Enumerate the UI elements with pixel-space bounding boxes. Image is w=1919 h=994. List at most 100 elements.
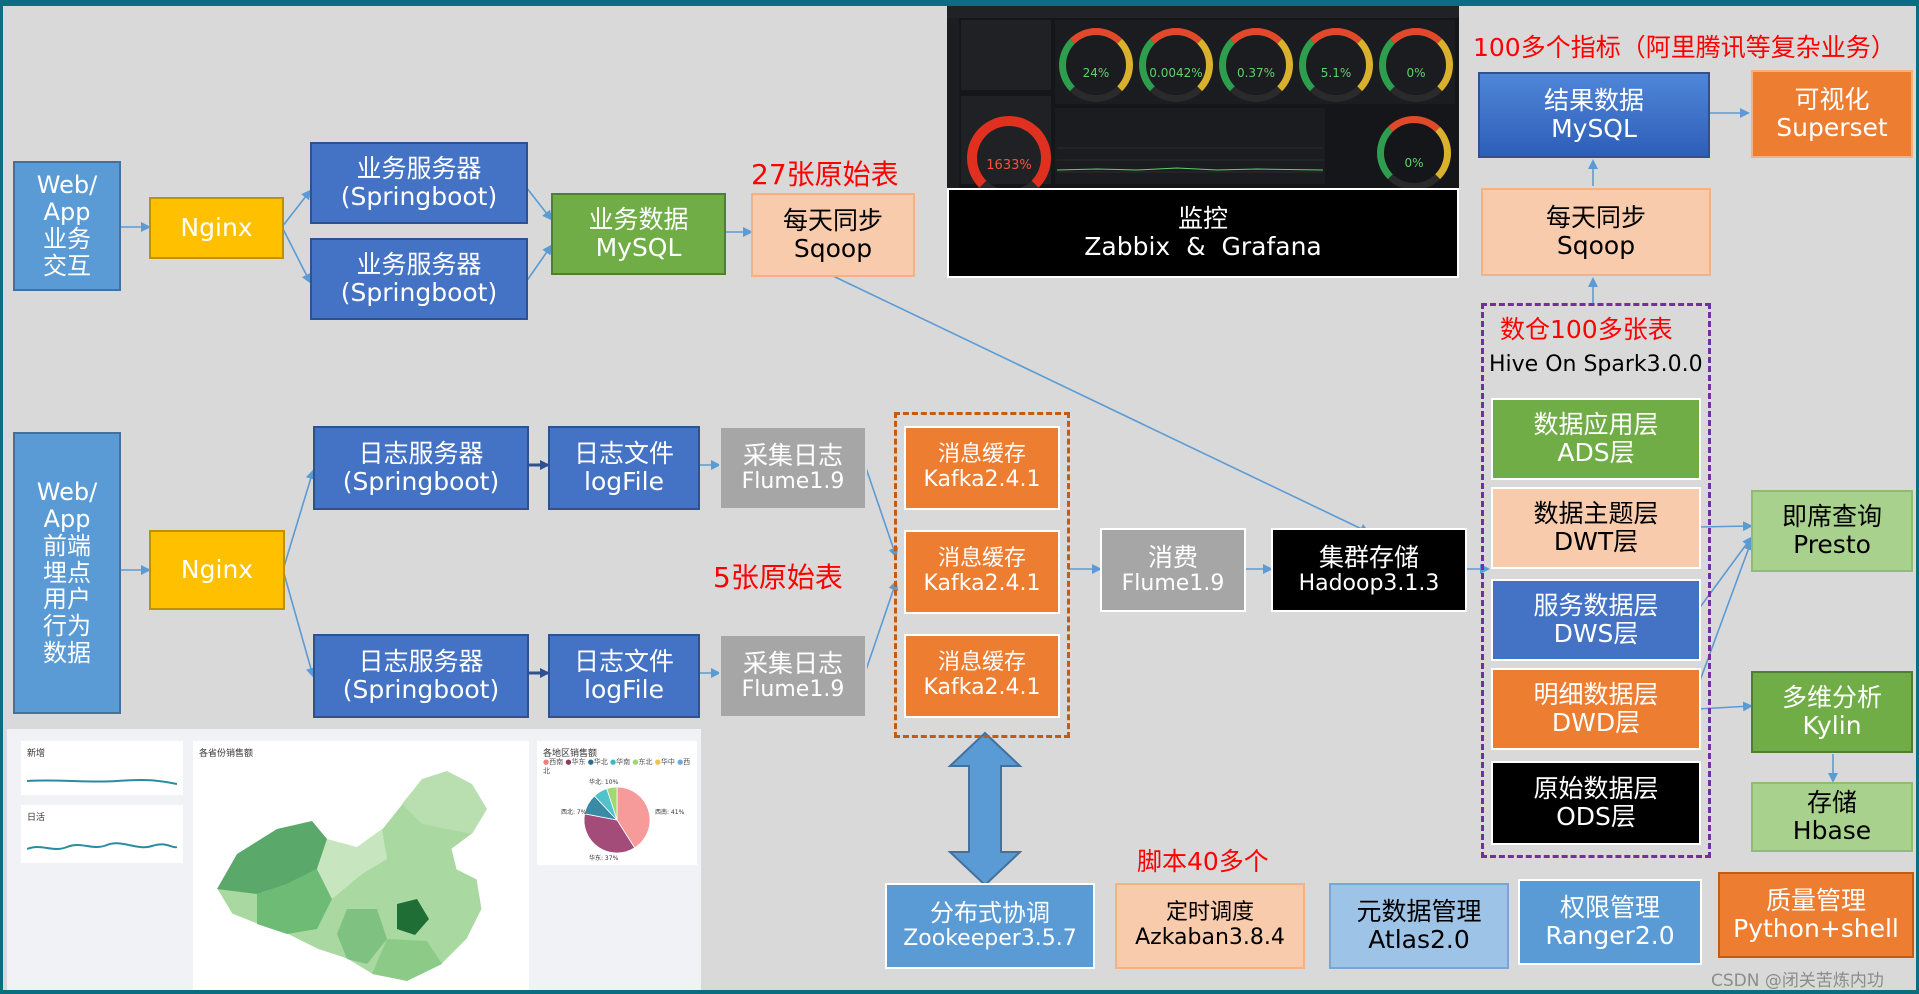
raw-tables-27-label: 27张原始表 (751, 158, 899, 191)
biz-server-1-title: 业务服务器 (356, 154, 482, 183)
hadoop-title: 集群存储 (1318, 542, 1419, 572)
presto-box: 即席查询 Presto (1751, 490, 1913, 572)
ads-layer-box: 数据应用层 ADS层 (1491, 398, 1701, 480)
ads-title: 数据应用层 (1533, 410, 1659, 439)
region-pie (583, 786, 651, 854)
presto-sub: Presto (1793, 530, 1871, 559)
hbase-sub: Hbase (1792, 816, 1872, 845)
superset-title: 可视化 (1794, 85, 1870, 114)
gauge-4-value: 5.1% (1320, 66, 1352, 80)
zookeeper-title: 分布式协调 (930, 899, 1050, 928)
dwt-sub: DWT层 (1553, 527, 1639, 556)
biz-mysql-title: 业务数据 (588, 205, 689, 234)
arrow-layer (119, 108, 1838, 887)
kafka-3-sub: Kafka2.4.1 (923, 675, 1041, 700)
watermark: CSDN @闭关苦炼内功 (1711, 971, 1884, 990)
kafka-1-box: 消息缓存 Kafka2.4.1 (904, 426, 1060, 510)
legend-south: 华南 (616, 758, 631, 766)
quality-title: 质量管理 (1765, 886, 1866, 915)
kafka-1-sub: Kafka2.4.1 (923, 467, 1041, 492)
flume-consume-title: 消费 (1147, 542, 1198, 572)
biz-server-1-box: 业务服务器 (Springboot) (310, 142, 528, 224)
biz-server-2-title: 业务服务器 (356, 250, 482, 279)
monitor-box: 监控 Zabbix & Grafana (947, 188, 1459, 278)
hadoop-sub: Hadoop3.1.3 (1298, 570, 1440, 596)
data-warehouse-group (1481, 303, 1711, 858)
legend-central: 华中 (660, 758, 675, 766)
pie-slice (606, 786, 618, 821)
card-new-title: 新增 (27, 749, 46, 759)
biz-mysql-box: 业务数据 MySQL (551, 193, 726, 275)
ranger-title: 权限管理 (1559, 893, 1660, 922)
superset-box: 可视化 Superset (1751, 70, 1913, 158)
dws-layer-box: 服务数据层 DWS层 (1491, 579, 1701, 661)
ads-sub: ADS层 (1557, 438, 1635, 467)
flume-collect-1-box: 采集日志 Flume1.9 (719, 426, 867, 510)
kafka-2-sub: Kafka2.4.1 (923, 571, 1041, 596)
dwd-title: 明细数据层 (1533, 680, 1659, 709)
hbase-box: 存储 Hbase (1751, 782, 1913, 852)
big-gauge-value: 1633% (986, 158, 1032, 173)
monitor-title: 监控 (1177, 204, 1228, 233)
kylin-sub: Kylin (1802, 711, 1862, 740)
card-active-title: 日活 (27, 813, 46, 823)
log-server-2-title: 日志服务器 (358, 647, 484, 676)
quality-box: 质量管理 Python+shell (1718, 872, 1914, 958)
pie-label-north: 华北: 10% (589, 779, 619, 786)
hadoop-box: 集群存储 Hadoop3.1.3 (1271, 528, 1467, 612)
biz-server-1-sub: (Springboot) (340, 182, 498, 211)
presto-title: 即席查询 (1781, 502, 1882, 531)
kafka-1-title: 消息缓存 (937, 442, 1026, 468)
kafka-group (894, 412, 1070, 738)
sqoop-right-box: 每天同步 Sqoop (1481, 188, 1711, 276)
sqoop-left-sub: Sqoop (793, 234, 873, 263)
ranger-box: 权限管理 Ranger2.0 (1518, 879, 1702, 965)
biz-mysql-sub: MySQL (595, 233, 682, 262)
sqoop-left-title: 每天同步 (782, 206, 883, 235)
gauge-3-value: 0.37% (1236, 66, 1276, 80)
azkaban-sub: Azkaban3.8.4 (1135, 925, 1285, 950)
logfile-1-title: 日志文件 (573, 439, 674, 468)
monitor-sub: Zabbix & Grafana (1084, 232, 1322, 261)
dws-title: 服务数据层 (1533, 591, 1659, 620)
metrics-100-label: 100多个指标（阿里腾讯等复杂业务） (1473, 33, 1896, 62)
map-title: 各省份销售额 (199, 749, 254, 759)
kylin-box: 多维分析 Kylin (1751, 671, 1913, 753)
kafka-3-box: 消息缓存 Kafka2.4.1 (904, 634, 1060, 718)
dw-100-label: 数仓100多张表 (1500, 315, 1673, 344)
architecture-diagram: Web/ App 业务 交互 Nginx 业务服务器 (Springboot) … (3, 6, 1916, 990)
pie-card: 各地区销售额 ●西南 ●华东 ●华北 ●华南 ●东北 ●华中 ●西北 西南: 4… (537, 741, 697, 865)
legend-north: 华北 (593, 758, 608, 766)
gauge-5-value: 0% (1406, 66, 1426, 80)
atlas-title: 元数据管理 (1356, 897, 1482, 926)
flume-consume-box: 消费 Flume1.9 (1100, 528, 1246, 612)
atlas-box: 元数据管理 Atlas2.0 (1329, 883, 1509, 969)
ods-sub: ODS层 (1556, 802, 1636, 831)
china-map (216, 770, 488, 982)
log-server-2-box: 日志服务器 (Springboot) (313, 634, 529, 718)
logfile-1-box: 日志文件 logFile (548, 426, 700, 510)
dashboard-screenshot: 新增 日活 各省份销售额 各地区销售额 ●西南 ●华东 (7, 729, 701, 990)
ods-layer-box: 原始数据层 ODS层 (1491, 761, 1701, 845)
map-card: 各省份销售额 (193, 741, 529, 990)
flume-collect-2-sub: Flume1.9 (741, 676, 845, 702)
result-mysql-title: 结果数据 (1543, 86, 1644, 115)
webapp-business-box: Web/ App 业务 交互 (13, 161, 121, 291)
raw-tables-5-label: 5张原始表 (713, 561, 843, 594)
dwd-sub: DWD层 (1551, 708, 1641, 737)
dws-sub: DWS层 (1553, 619, 1639, 648)
log-server-1-box: 日志服务器 (Springboot) (313, 426, 529, 510)
sqoop-left-box: 每天同步 Sqoop (751, 193, 915, 277)
pie-legend: ●西南 ●华东 ●华北 ●华南 ●东北 ●华中 ●西北 (543, 758, 691, 775)
logfile-1-sub: logFile (584, 467, 664, 496)
dwd-layer-box: 明细数据层 DWD层 (1491, 668, 1701, 750)
card-new: 新增 (21, 741, 183, 795)
kafka-3-title: 消息缓存 (937, 650, 1026, 676)
zookeeper-sub: Zookeeper3.5.7 (903, 926, 1077, 952)
small-gauge-value: 0% (1404, 156, 1424, 170)
grafana-screenshot: 24% 0.0042% 0.37% 5.1% 0% 1633% 0% (947, 6, 1459, 188)
zookeeper-box: 分布式协调 Zookeeper3.5.7 (885, 883, 1095, 969)
log-server-1-title: 日志服务器 (358, 439, 484, 468)
pie-label-northwest: 西北: 7% (561, 809, 587, 816)
legend-northeast: 东北 (638, 758, 653, 766)
